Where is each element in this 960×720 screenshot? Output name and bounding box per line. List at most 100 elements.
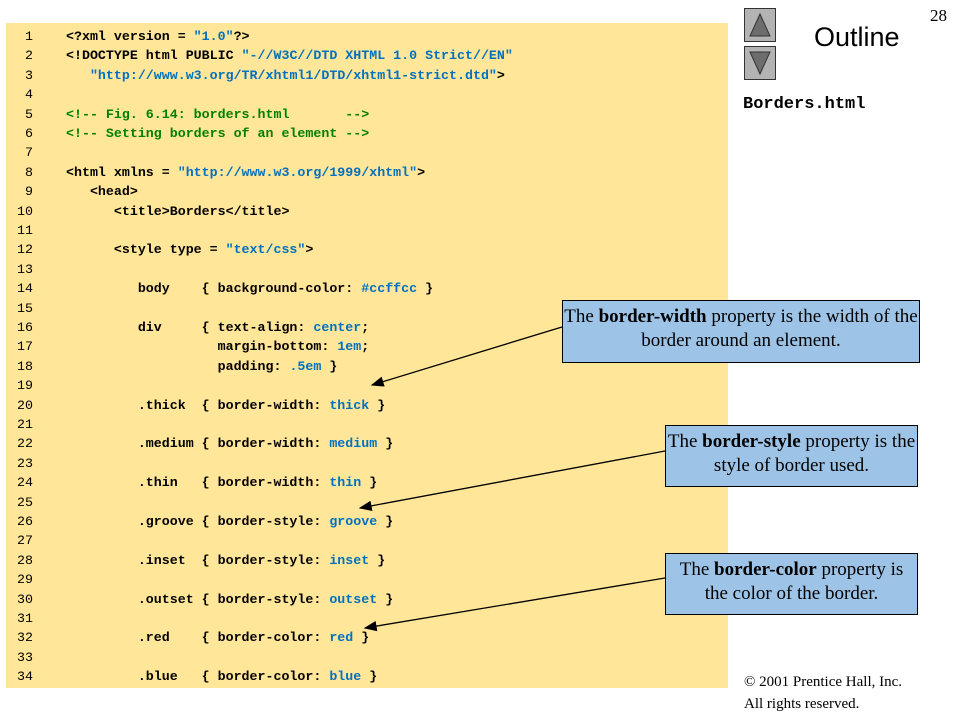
- line-number: 14: [17, 281, 33, 297]
- code-line: 33: [6, 648, 66, 667]
- line-number: 32: [17, 630, 33, 646]
- code-text: >: [305, 242, 314, 258]
- line-number: 8: [25, 164, 33, 180]
- code-value: medium: [329, 436, 378, 452]
- code-line: 6 <!-- Setting borders of an element -->: [6, 124, 369, 143]
- line-number: 2: [25, 48, 33, 64]
- code-line: 22 .medium { border-width: medium }: [6, 434, 393, 453]
- callout-property-name: border-width: [598, 306, 707, 327]
- code-line: 19: [6, 376, 66, 395]
- slide-number: 28: [930, 6, 947, 25]
- code-line: 21: [6, 415, 66, 434]
- code-line: 29: [6, 570, 66, 589]
- line-number: 19: [17, 378, 33, 394]
- code-line: 16 div { text-align: center;: [6, 318, 369, 337]
- line-number: 1: [25, 29, 33, 44]
- code-text: Borders: [169, 203, 226, 219]
- code-line: 12 <style type = "text/css">: [6, 240, 313, 259]
- file-name: Borders.html: [743, 95, 866, 114]
- line-number: 29: [17, 572, 33, 588]
- code-text: </title>: [225, 203, 290, 219]
- code-text: >: [417, 164, 426, 180]
- next-slide-button[interactable]: [744, 46, 776, 80]
- code-line: 27: [6, 531, 66, 550]
- line-number: 28: [17, 552, 33, 568]
- code-value: "-//W3C//DTD XHTML 1.0 Strict//EN": [241, 48, 513, 64]
- line-number: 30: [17, 591, 33, 607]
- code-text: }: [377, 514, 394, 529]
- code-text: <!DOCTYPE html PUBLIC: [66, 48, 242, 64]
- code-text: <head>: [66, 184, 138, 200]
- code-text: }: [417, 281, 434, 297]
- code-text: }: [361, 669, 378, 685]
- line-number: 23: [17, 455, 33, 471]
- previous-slide-button[interactable]: [744, 8, 776, 42]
- code-line: 8<html xmlns = "http://www.w3.org/1999/x…: [6, 163, 425, 182]
- line-number: 15: [17, 300, 33, 316]
- code-value: #ccffcc: [361, 281, 418, 297]
- line-number: 11: [17, 223, 33, 238]
- code-text: .red { border-color:: [66, 630, 330, 646]
- code-text: ;: [361, 320, 370, 335]
- code-text: }: [369, 552, 386, 568]
- line-number: 6: [25, 126, 33, 141]
- code-text: }: [369, 397, 386, 413]
- code-value: "text/css": [225, 242, 306, 258]
- line-number: 20: [17, 397, 33, 413]
- line-number: 4: [25, 87, 33, 103]
- line-number: 7: [25, 145, 33, 161]
- callout-border-width: The border-width property is the width o…: [562, 300, 920, 363]
- code-value: center: [313, 320, 362, 335]
- code-line: 28 .inset { border-style: inset }: [6, 551, 385, 570]
- code-line: 1<?xml version = "1.0"?>: [6, 27, 250, 46]
- code-line: 31: [6, 609, 66, 628]
- code-text: }: [361, 475, 378, 491]
- code-text: <style type =: [66, 242, 226, 258]
- code-line: 23: [6, 454, 66, 473]
- code-text: <title>: [66, 203, 170, 219]
- line-number: 18: [17, 358, 33, 374]
- code-text: .blue { border-color:: [66, 669, 330, 685]
- line-number: 21: [17, 417, 33, 432]
- line-number: 17: [17, 339, 33, 355]
- code-comment: <!-- Setting borders of an element -->: [66, 126, 370, 141]
- code-value: 1em: [337, 339, 362, 355]
- code-text: padding:: [66, 358, 290, 374]
- code-text: body { background-color:: [66, 281, 362, 297]
- callout-property-name: border-color: [714, 559, 817, 580]
- callout-property-name: border-style: [702, 431, 801, 452]
- code-text: div { text-align:: [66, 320, 314, 335]
- code-line: 18 padding: .5em }: [6, 357, 337, 376]
- code-value: blue: [329, 669, 362, 685]
- line-number: 25: [17, 494, 33, 510]
- copyright-notice: © 2001 Prentice Hall, Inc. All rights re…: [744, 674, 903, 712]
- code-value: outset: [329, 591, 378, 607]
- code-line: 3 "http://www.w3.org/TR/xhtml1/DTD/xhtml…: [6, 66, 505, 85]
- code-value: thick: [329, 397, 370, 413]
- code-line: 17 margin-bottom: 1em;: [6, 337, 369, 356]
- code-line: 20 .thick { border-width: thick }: [6, 396, 385, 415]
- line-number: 3: [25, 67, 33, 83]
- callout-border-color: The border-color property is the color o…: [665, 553, 918, 615]
- code-line: 24 .thin { border-width: thin }: [6, 473, 377, 492]
- code-value: groove: [329, 514, 378, 529]
- line-number: 16: [17, 320, 33, 335]
- line-number: 5: [25, 106, 33, 122]
- code-text: }: [321, 358, 338, 374]
- up-triangle-icon: [749, 12, 771, 37]
- line-number: 34: [17, 669, 33, 685]
- code-line: 11: [6, 221, 66, 240]
- code-line: 9 <head>: [6, 182, 138, 201]
- code-comment: <!-- Fig. 6.14: borders.html -->: [66, 106, 370, 122]
- code-text: .medium { border-width:: [66, 436, 330, 452]
- line-number: 26: [17, 514, 33, 529]
- code-value: .5em: [289, 358, 322, 374]
- code-line: 26 .groove { border-style: groove }: [6, 512, 393, 531]
- code-line: 32 .red { border-color: red }: [6, 628, 369, 647]
- code-line: 25: [6, 493, 66, 512]
- code-text: >: [496, 67, 505, 83]
- line-number: 24: [17, 475, 33, 491]
- code-text: }: [353, 630, 370, 646]
- line-number: 13: [17, 261, 33, 277]
- outline-link[interactable]: Outline: [814, 22, 900, 52]
